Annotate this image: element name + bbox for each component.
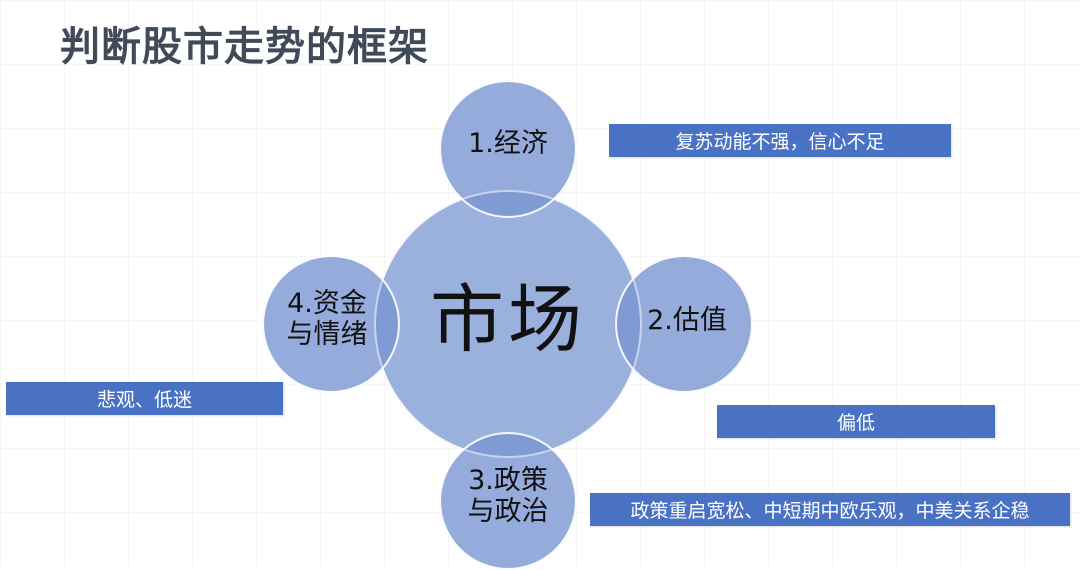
policy-label-line1: 3.政策 bbox=[468, 465, 548, 496]
valuation-label-text: 2.估值 bbox=[647, 305, 727, 336]
policy-label: 3.政策 与政治 bbox=[449, 465, 567, 527]
policy-note-text: 政策重启宽松、中短期中欧乐观，中美关系企稳 bbox=[630, 500, 1030, 522]
slide-title: 判断股市走势的框架 bbox=[60, 24, 429, 70]
sentiment-label: 4.资金 与情绪 bbox=[268, 288, 386, 350]
sentiment-note-text: 悲观、低迷 bbox=[96, 389, 192, 411]
economy-note: 复苏动能不强，信心不足 bbox=[609, 124, 951, 157]
sentiment-label-line2: 与情绪 bbox=[286, 319, 368, 351]
valuation-label: 2.估值 bbox=[628, 305, 746, 336]
economy-note-text: 复苏动能不强，信心不足 bbox=[675, 131, 885, 153]
market-label: 市场 bbox=[430, 277, 586, 363]
economy-circle-overlay bbox=[439, 80, 577, 218]
valuation-circle-overlay bbox=[615, 255, 753, 393]
economy-label-text: 1.经济 bbox=[468, 128, 548, 159]
sentiment-label-line1: 4.资金 bbox=[287, 288, 367, 319]
valuation-note: 偏低 bbox=[717, 405, 995, 438]
valuation-note-text: 偏低 bbox=[836, 412, 875, 434]
policy-circle-overlay bbox=[439, 432, 577, 570]
sentiment-note: 悲观、低迷 bbox=[6, 382, 283, 415]
economy-label: 1.经济 bbox=[449, 128, 567, 159]
policy-note: 政策重启宽松、中短期中欧乐观，中美关系企稳 bbox=[590, 493, 1070, 526]
sentiment-circle-overlay bbox=[262, 255, 400, 393]
policy-label-line2: 与政治 bbox=[467, 496, 549, 528]
